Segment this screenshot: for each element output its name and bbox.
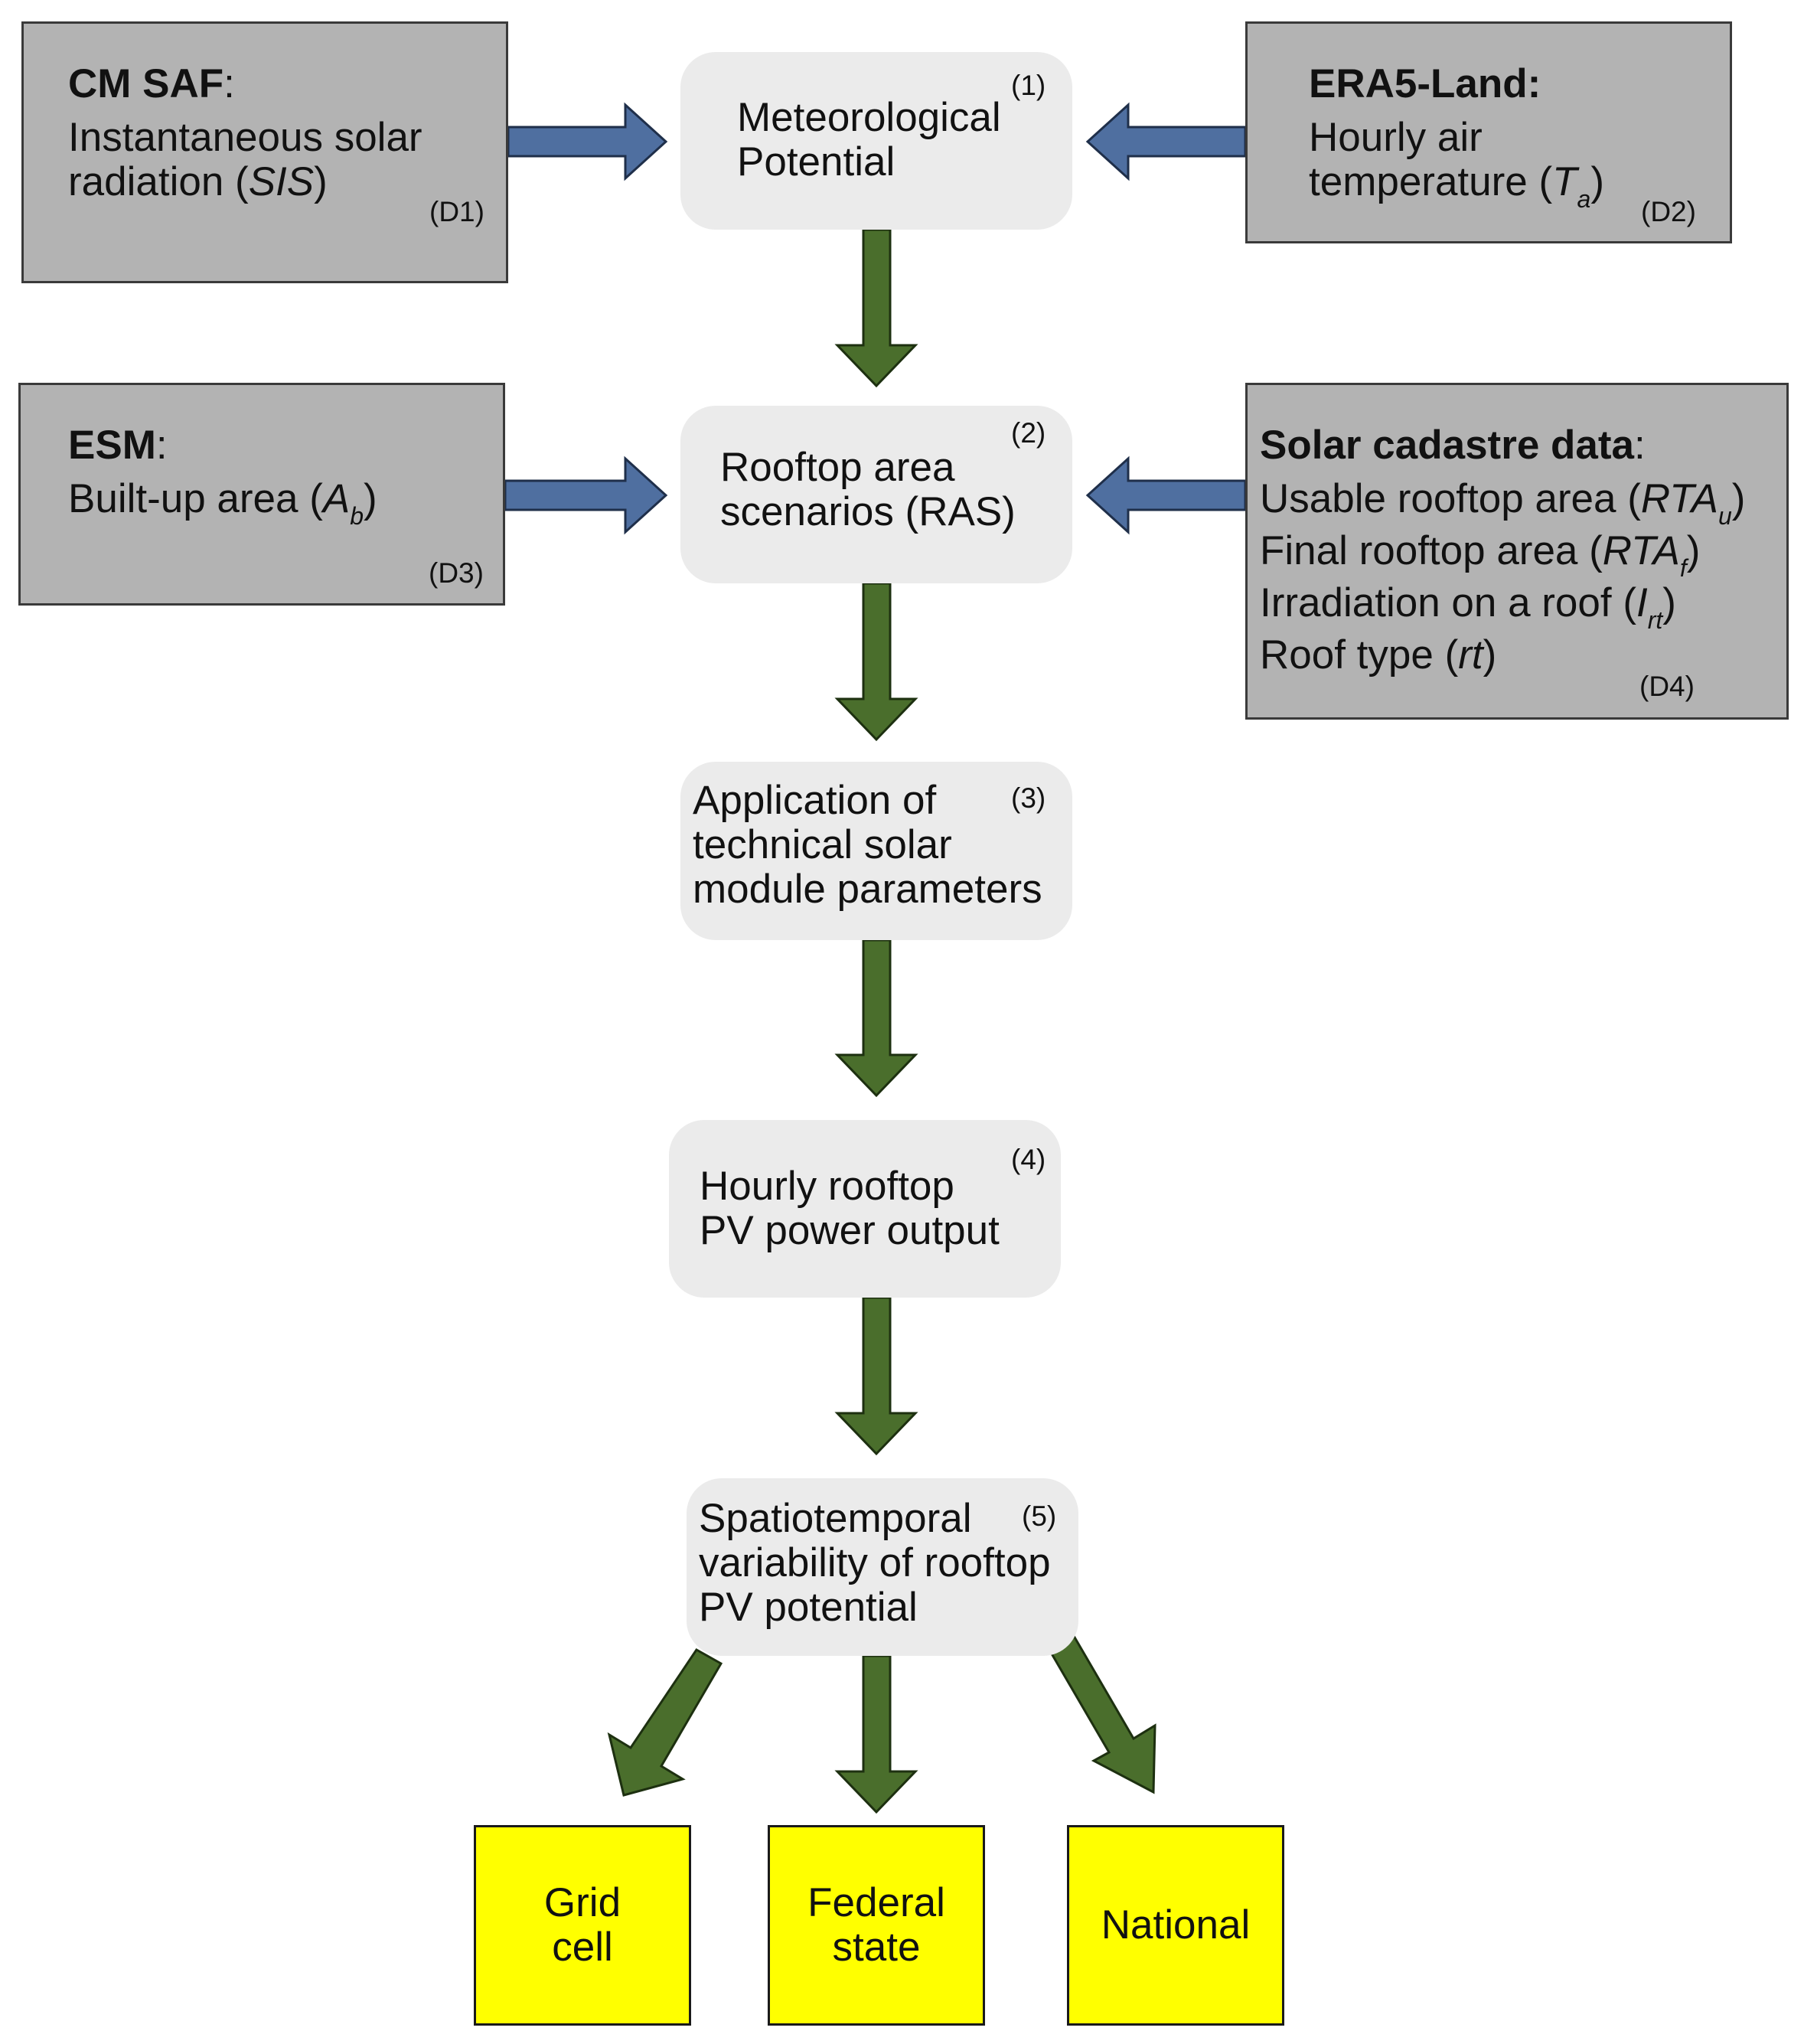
d4-item: Usable rooftop area (RTAu) [1260,476,1746,531]
arrow-step5-to-grid-cell [607,1648,723,1797]
step-2-line: scenarios (RAS) [720,489,1016,534]
step-5-line: Spatiotemporal [699,1496,972,1541]
arrow-d1-to-step1 [507,102,668,181]
step-5-line: PV potential [699,1585,918,1630]
arrow-step5-to-federal-state [834,1654,918,1814]
step-3-technical-module-parameters: (3) Application of technical solar modul… [680,762,1072,940]
step-3-line: Application of [693,778,937,823]
data-source-d4: Solar cadastre data: Usable rooftop area… [1245,383,1789,720]
output-federal-state: Federal state [768,1825,985,2026]
d1-title: CM SAF: [68,61,235,106]
d1-line1: Instantaneous solar [68,115,422,160]
step-1-line: Potential [737,139,895,184]
arrow-step1-to-step2 [834,228,918,388]
output-national: National [1067,1825,1284,2026]
step-4-number: (4) [1011,1144,1046,1175]
arrow-step2-to-step3 [834,582,918,742]
arrow-step4-to-step5 [834,1296,918,1456]
step-1-line: Meteorological [737,95,1001,140]
step-3-number: (3) [1011,782,1046,814]
arrow-step5-to-national [1047,1634,1156,1794]
step-2-line: Rooftop area [720,445,955,490]
step-1-meteorological-potential: (1) Meteorological Potential [680,52,1072,230]
d2-line2: temperature (Ta) [1309,159,1604,214]
d3-title: ESM: [68,423,168,468]
step-3-line: technical solar [693,822,952,867]
data-source-d3: ESM: Built-up area (Ab) (D3) [18,383,505,606]
d2-title: ERA5-Land: [1309,61,1541,106]
d1-id-label: (D1) [429,196,484,227]
step-3-line: module parameters [693,867,1042,912]
d4-title: Solar cadastre data: [1260,423,1646,468]
output-federal-state-label: Federal state [807,1880,945,1970]
d4-item: Final rooftop area (RTAf) [1260,528,1701,583]
d2-id-label: (D2) [1641,196,1696,227]
d1-line2: radiation (SIS) [68,159,328,204]
step-2-number: (2) [1011,417,1046,449]
d4-id-label: (D4) [1639,671,1695,702]
data-source-d2: ERA5-Land: Hourly air temperature (Ta) (… [1245,21,1732,243]
output-national-label: National [1101,1902,1251,1948]
d3-line1: Built-up area (Ab) [68,476,377,531]
d2-line1: Hourly air [1309,115,1483,160]
step-2-rooftop-area-scenarios: (2) Rooftop area scenarios (RAS) [680,406,1072,583]
step-4-hourly-pv-power-output: (4) Hourly rooftop PV power output [669,1120,1061,1298]
step-4-line: Hourly rooftop [700,1164,954,1209]
step-4-line: PV power output [700,1208,1000,1253]
output-grid-cell: Grid cell [474,1825,691,2026]
output-grid-cell-label: Grid cell [543,1880,621,1970]
step-5-line: variability of rooftop [699,1540,1051,1585]
arrow-d4-to-step2 [1085,455,1247,535]
arrow-d3-to-step2 [504,455,668,535]
arrow-d2-to-step1 [1085,102,1247,181]
step-1-number: (1) [1011,70,1046,101]
d4-item: Roof type (rt) [1260,632,1497,678]
step-5-number: (5) [1022,1500,1057,1532]
data-source-d1: CM SAF: Instantaneous solar radiation (S… [21,21,508,283]
step-5-spatiotemporal-variability: (5) Spatiotemporal variability of roofto… [687,1478,1078,1656]
d4-item: Irradiation on a roof (Irt) [1260,580,1676,635]
arrow-step3-to-step4 [834,939,918,1098]
d3-id-label: (D3) [429,557,484,589]
